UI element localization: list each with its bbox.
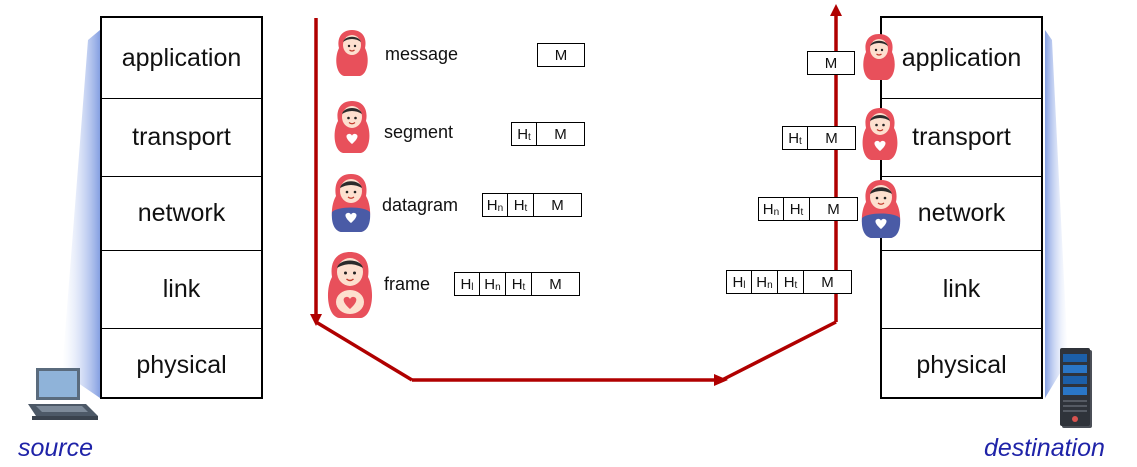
payload-cell: M [808,126,856,150]
up-arrow-head [830,4,842,16]
source-glow [62,30,100,398]
frame-label: frame [384,274,431,294]
received-segment-doll-icon [862,108,898,160]
destination-layer-link: link [882,250,1041,328]
right-arrow-head [714,374,728,386]
payload-cell: M [537,43,585,67]
source-caption: source [18,434,94,462]
source-layer-link: link [102,250,261,328]
down-arrow-head [310,314,322,326]
destination-layer-physical: physical [882,328,1041,401]
datagram-doll-icon [331,174,371,232]
destination-layer-network: network [882,176,1041,250]
received-message-packet: M [807,51,855,75]
destination-caption: destination [984,434,1105,462]
destination-glow [1045,30,1068,398]
received-datagram-doll-icon [861,180,901,238]
payload-cell: M [534,193,582,217]
payload-cell: M [537,122,585,146]
diagonal-down-line [315,320,413,382]
source-layer-physical: physical [102,328,261,401]
source-layer-network: network [102,176,261,250]
message-label: message [385,44,459,64]
source-protocol-stack: application transport network link physi… [100,16,263,399]
frame-doll-icon [327,252,373,318]
payload-cell: M [532,272,580,296]
message-packet: M [537,43,585,67]
server-icon [1060,348,1092,428]
payload-cell: M [810,197,858,221]
payload-cell: M [807,51,855,75]
source-layer-application: application [121,43,242,72]
message-doll-icon [336,30,368,76]
diagonal-up-line [721,320,837,382]
destination-protocol-stack: application transport network link physi… [880,16,1043,399]
source-layer-transport: transport [102,98,261,176]
received-message-doll-icon [863,34,895,80]
destination-layer-application: application [901,43,1022,72]
datagram-label: datagram [382,195,459,215]
laptop-icon [28,368,98,420]
segment-doll-icon [334,101,370,153]
segment-label: segment [384,122,454,142]
destination-layer-transport: transport [882,98,1041,176]
payload-cell: M [804,270,852,294]
